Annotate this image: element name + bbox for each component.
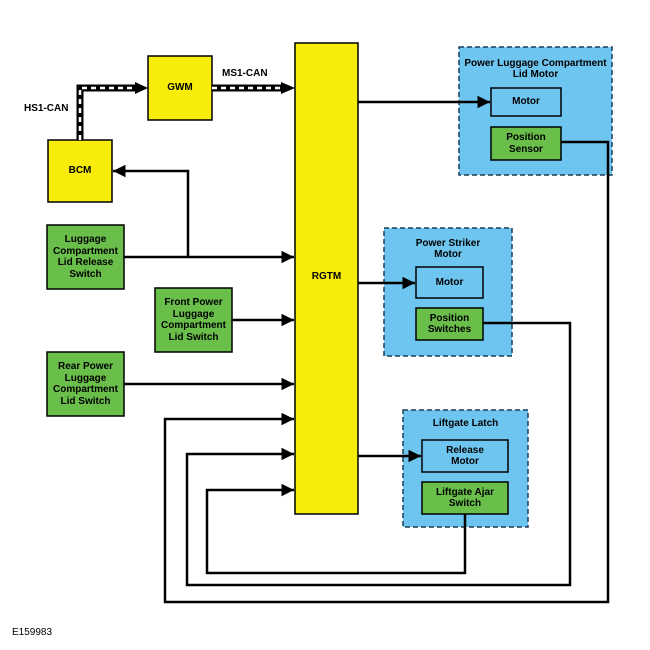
ms1-can-label: MS1-CAN (222, 68, 268, 79)
lid-position-sensor-box (490, 126, 562, 161)
lid-position-sensor-label: Position Sensor (506, 132, 546, 155)
lid-motor-group-title: Power Luggage Compartment Lid Motor (464, 57, 607, 81)
striker-group-title: Power Striker Motor (415, 237, 481, 261)
release-switch-box (46, 224, 125, 290)
latch-ajar-switch-label: Liftgate Ajar Switch (436, 486, 494, 510)
rear-switch-label: Rear Power Luggage Compartment Lid Switc… (52, 361, 118, 407)
figure-reference: E159983 (12, 627, 53, 638)
bcm-box (47, 139, 113, 203)
release-switch-to-bcm-line (113, 164, 190, 257)
lid-sensor-feedback-line (163, 140, 610, 604)
latch-group-title: Liftgate Latch (432, 418, 499, 430)
striker-motor-box (415, 266, 484, 299)
rgtm-label: RGTM (311, 271, 342, 283)
striker-position-switches-label: Position Switches (427, 312, 472, 336)
front-switch-box (154, 287, 233, 353)
front-switch-label: Front Power Luggage Compartment Lid Swit… (160, 297, 226, 343)
striker-motor-label: Motor (435, 276, 464, 288)
lid-motor-box (490, 87, 562, 117)
lid-motor-label: Motor (512, 96, 540, 108)
release-switch-label: Luggage Compartment Lid Release Switch (52, 234, 118, 280)
gwm-label: GWM (167, 82, 193, 94)
latch-release-motor-box (421, 439, 509, 473)
ms1-can-bus (212, 82, 295, 94)
striker-switches-feedback-line (185, 321, 572, 587)
ajar-switch-feedback-line (205, 483, 467, 575)
hs1-can-label: HS1-CAN (24, 103, 69, 114)
hs1-can-bus (76, 82, 148, 140)
bcm-label: BCM (68, 165, 92, 177)
striker-position-switches-box (415, 307, 484, 341)
rgtm-box (294, 42, 359, 515)
latch-release-motor-label: Release Motor (446, 444, 484, 468)
